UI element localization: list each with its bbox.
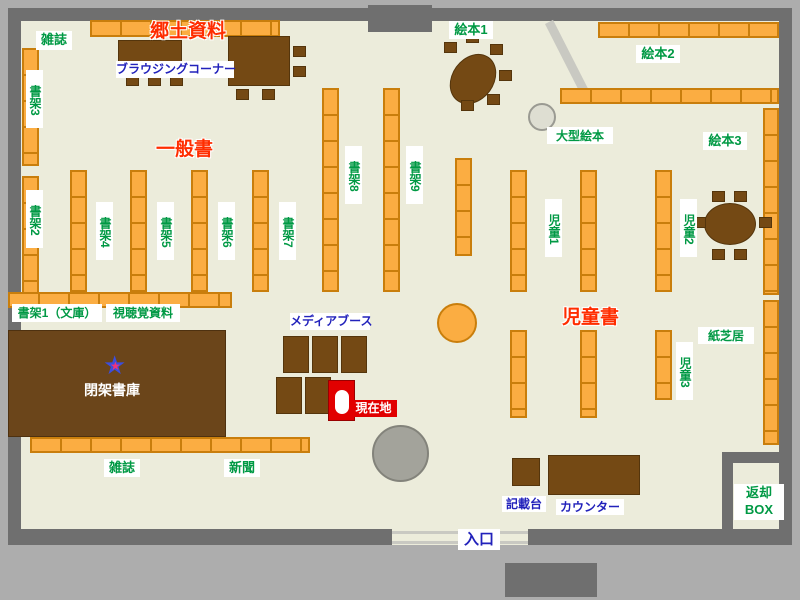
label-av-materials: 視聴覚資料 xyxy=(106,304,180,322)
label-picture-books-2: 絵本2 xyxy=(636,45,680,63)
chair xyxy=(490,44,503,55)
wall-right xyxy=(779,8,792,545)
media-booth-seat xyxy=(283,336,309,373)
shelf-5-unit xyxy=(130,170,147,292)
picture-books-2-shelf-bottom xyxy=(560,88,779,104)
label-general-books: 一般書 xyxy=(156,139,214,160)
chair xyxy=(712,191,725,202)
children-2-shelf xyxy=(580,170,597,292)
writing-desk xyxy=(512,458,540,486)
label-shelf-8: 書架8 xyxy=(345,146,362,204)
closed-stacks-label: 閉架書庫 xyxy=(84,382,140,398)
star-inner: ★ xyxy=(110,359,121,373)
chair xyxy=(712,249,725,260)
chair xyxy=(759,217,772,228)
label-writing-desk: 記載台 xyxy=(502,496,546,512)
wall-top-block xyxy=(368,5,432,32)
label-shelf-9: 書架9 xyxy=(406,146,423,204)
label-counter: カウンター xyxy=(556,499,624,515)
counter-desk xyxy=(548,455,640,495)
return-box-line1: 返却 xyxy=(745,485,772,500)
wall-returnbox-vertical xyxy=(722,452,733,532)
wall-bottom-left xyxy=(8,529,392,545)
outside-structure xyxy=(505,563,597,597)
chair xyxy=(262,89,275,100)
picture-books-2-shelf-top xyxy=(598,22,779,38)
label-magazine-top: 雑誌 xyxy=(36,31,72,50)
label-children-3: 児童3 xyxy=(676,342,693,400)
children-2-table xyxy=(704,203,756,245)
label-picture-books-3: 絵本3 xyxy=(703,132,747,150)
shelf-8-unit xyxy=(322,88,339,292)
label-shelf-1-bunko: 書架1（文庫） xyxy=(12,304,102,322)
label-shelf-2: 書架2 xyxy=(26,190,43,248)
magazine-newspaper-shelf xyxy=(30,437,310,453)
closed-stacks-area xyxy=(8,330,226,437)
media-booth-seat xyxy=(312,336,338,373)
local-history-shelf xyxy=(90,20,280,37)
kamishibai-shelf xyxy=(763,300,779,445)
media-booth-seat xyxy=(341,336,367,373)
children-3-shelf xyxy=(655,330,672,400)
label-shelf-7: 書架7 xyxy=(279,202,296,260)
chair xyxy=(461,100,474,111)
media-booth-seat xyxy=(276,377,302,414)
children-1-shelf xyxy=(510,170,527,292)
label-browsing-corner: ブラウジングコーナー xyxy=(116,61,237,78)
wall-returnbox-horizontal xyxy=(722,452,792,463)
chair xyxy=(444,42,457,53)
round-table-orange xyxy=(437,303,477,343)
browsing-table xyxy=(228,36,290,86)
wall-bottom-right xyxy=(528,529,792,545)
children-lower-shelf xyxy=(580,330,597,418)
pillar xyxy=(372,425,429,482)
children-shelf xyxy=(655,170,672,292)
picture-books-3-shelf xyxy=(763,108,779,295)
return-box-line2: BOX xyxy=(744,502,774,517)
shelf-9-unit xyxy=(383,88,400,292)
shelf-6-unit xyxy=(191,170,208,292)
label-children-1: 児童1 xyxy=(545,199,562,257)
label-shelf-3: 書架3 xyxy=(26,70,43,128)
chair xyxy=(734,191,747,202)
label-media-booth: メディアブース xyxy=(290,313,373,330)
large-picture-books-table xyxy=(528,103,556,131)
wall-top-left xyxy=(8,8,368,21)
wall-top-right xyxy=(432,8,784,21)
label-shelf-6: 書架6 xyxy=(218,202,235,260)
wall-left xyxy=(8,8,21,545)
label-return-box: 返却 BOX xyxy=(734,484,784,520)
chair xyxy=(236,89,249,100)
label-entrance: 入口 xyxy=(458,529,500,550)
chair xyxy=(293,66,306,77)
label-shelf-4: 書架4 xyxy=(96,202,113,260)
chair xyxy=(499,70,512,81)
star-icon: ★ ★ xyxy=(103,352,129,378)
label-magazine-bottom: 雑誌 xyxy=(104,459,140,477)
children-lower-shelf xyxy=(510,330,527,418)
label-local-history: 郷土資料 xyxy=(150,21,227,42)
chair xyxy=(293,46,306,57)
shelf-7-unit xyxy=(252,170,269,292)
current-location-seat xyxy=(335,390,349,414)
center-shelf-unit xyxy=(455,158,472,256)
chair xyxy=(487,94,500,105)
label-children-books: 児童書 xyxy=(562,307,620,328)
label-kamishibai: 紙芝居 xyxy=(698,327,754,344)
star-outer: ★ xyxy=(103,350,127,380)
label-children-2: 児童2 xyxy=(680,199,697,257)
shelf-4-unit xyxy=(70,170,87,292)
label-shelf-5: 書架5 xyxy=(157,202,174,260)
label-large-picture-books: 大型絵本 xyxy=(547,127,613,144)
label-picture-books-1: 絵本1 xyxy=(449,21,493,39)
label-newspaper: 新聞 xyxy=(224,459,260,477)
chair xyxy=(734,249,747,260)
current-location-marker: 現在地 xyxy=(350,400,397,417)
